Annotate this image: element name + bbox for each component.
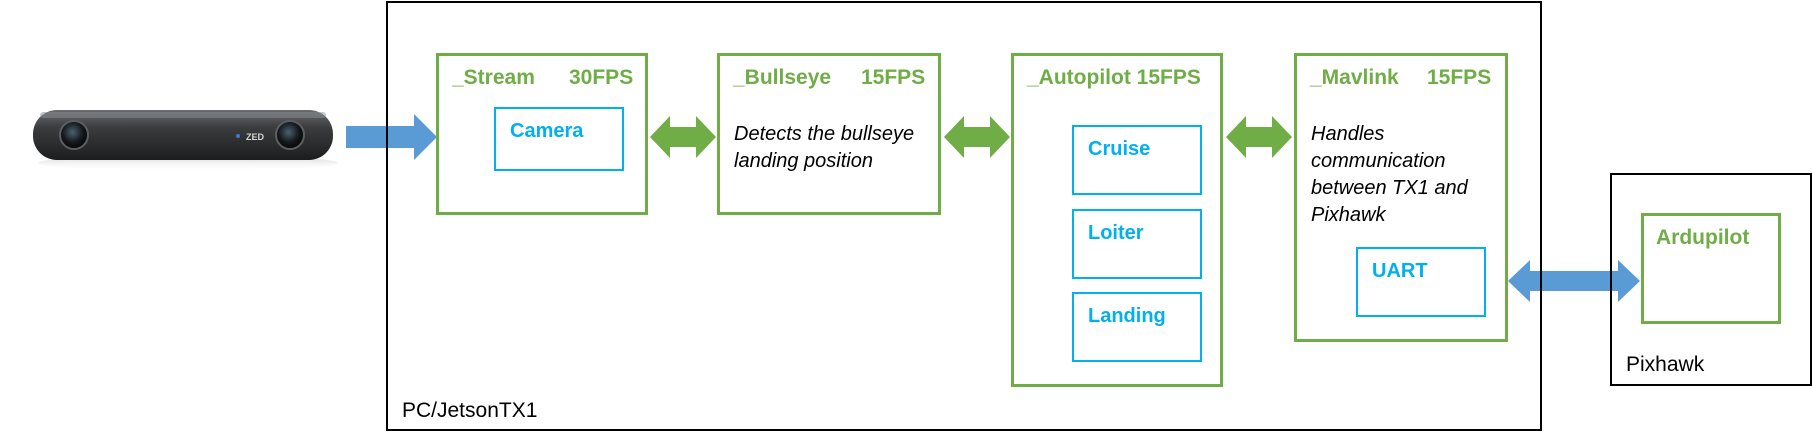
camera-submodule-label: Camera: [510, 120, 584, 142]
loiter-submodule-label: Loiter: [1088, 222, 1144, 244]
autopilot-module-name: _Autopilot 15FPS: [1027, 66, 1201, 89]
stream-module-fps: 30FPS: [569, 66, 634, 89]
loiter-submodule: Loiter: [1072, 209, 1202, 279]
ardupilot-module-name: Ardupilot: [1656, 226, 1750, 249]
cruise-submodule: Cruise: [1072, 125, 1202, 195]
pc-jetson-container: PC/JetsonTX1: [386, 1, 1542, 431]
autopilot-mavlink-arrow: [1226, 116, 1292, 158]
pc-jetson-label: PC/JetsonTX1: [402, 399, 538, 422]
mavlink-module-name: _Mavlink: [1310, 66, 1399, 89]
stream-bullseye-arrow: [650, 116, 716, 158]
right-lens-icon: [276, 121, 304, 149]
pixhawk-container: Pixhawk: [1610, 173, 1812, 386]
zed-logo: ZED: [246, 132, 265, 142]
uart-submodule-label: UART: [1372, 260, 1428, 282]
pixhawk-label: Pixhawk: [1626, 353, 1705, 376]
camera-to-stream-arrow: [346, 114, 437, 160]
bullseye-module-fps: 15FPS: [861, 66, 926, 89]
landing-submodule: Landing: [1072, 292, 1202, 362]
mavlink-module-fps: 15FPS: [1427, 66, 1492, 89]
autopilot-module: _Autopilot 15FPS Cruise Loiter Landing: [1011, 53, 1223, 387]
uart-ardupilot-arrow: [1508, 260, 1640, 302]
landing-submodule-label: Landing: [1088, 305, 1166, 327]
left-lens-icon: [60, 121, 88, 149]
mavlink-module: _Mavlink 15FPS Handles communication bet…: [1294, 53, 1508, 342]
uart-submodule: UART: [1356, 247, 1486, 317]
bullseye-autopilot-arrow: [944, 116, 1010, 158]
bullseye-module: _Bullseye 15FPS Detects the bullseye lan…: [717, 53, 941, 215]
ardupilot-module: Ardupilot: [1641, 213, 1781, 324]
zed-camera-image: ZED: [33, 110, 338, 171]
camera-submodule: Camera: [494, 107, 624, 171]
cruise-submodule-label: Cruise: [1088, 138, 1151, 160]
bullseye-module-name: _Bullseye: [733, 66, 832, 89]
mavlink-module-description: Handles communication between TX1 and Pi…: [1311, 123, 1468, 226]
stream-module: _Stream 30FPS Camera: [436, 53, 648, 215]
stream-module-name: _Stream: [452, 66, 535, 89]
bullseye-module-description: Detects the bullseye landing position: [734, 123, 915, 172]
